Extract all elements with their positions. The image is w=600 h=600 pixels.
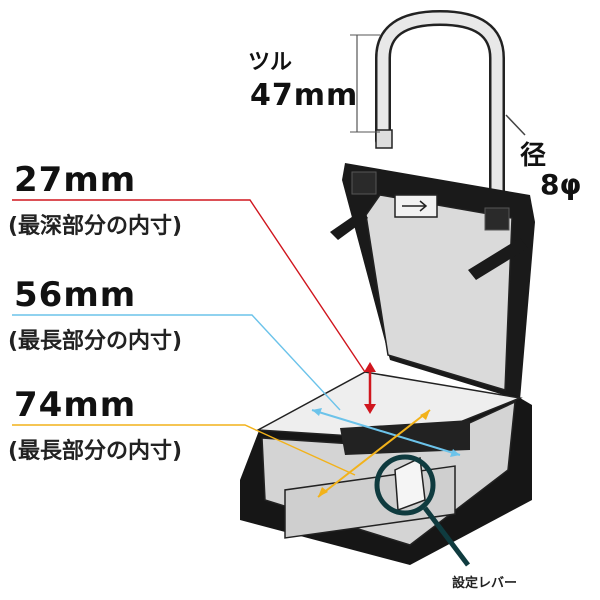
setting-lever-callout: [374, 454, 470, 567]
dimension-value-74mm: 74mm: [14, 385, 137, 425]
dimension-note-74mm: (最長部分の内寸): [8, 439, 183, 464]
dimension-note-27mm: (最深部分の内寸): [8, 214, 183, 239]
lid: [330, 163, 535, 400]
shackle-length: 47mm: [250, 78, 359, 113]
diameter-value: 8φ: [540, 168, 582, 201]
box-body: [240, 371, 532, 565]
shackle-dimension: [350, 34, 526, 136]
setting-lever-label: 設定レバー: [452, 576, 518, 591]
dimension-value-27mm: 27mm: [14, 160, 137, 200]
dimension-value-56mm: 56mm: [14, 275, 137, 315]
shackle-label: ツル: [248, 50, 293, 75]
length-guide-74mm: [12, 409, 431, 498]
width-guide-56mm: [12, 314, 461, 457]
depth-guide-27mm: [12, 199, 376, 414]
diameter-label: 径: [520, 141, 547, 171]
dimension-note-56mm: (最長部分の内寸): [8, 329, 183, 354]
